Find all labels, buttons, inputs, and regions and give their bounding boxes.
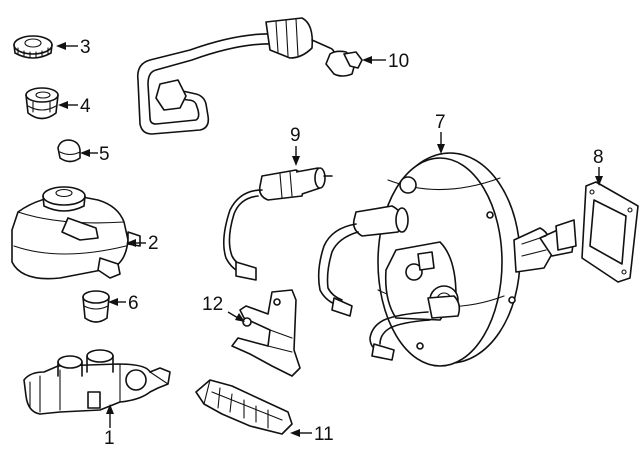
- part-8-gasket: [581, 181, 639, 283]
- part-4-strainer: [25, 87, 59, 120]
- part-6-grommet: [82, 290, 110, 323]
- callout-7: 7: [435, 112, 446, 154]
- callout-10: 10: [362, 51, 409, 72]
- part-1-master-cylinder: [23, 349, 171, 415]
- callout-number: 3: [80, 37, 91, 58]
- part-2-fluid-reservoir: [11, 186, 141, 280]
- part-3-reservoir-cap: [13, 35, 53, 59]
- callout-number: 8: [593, 147, 604, 168]
- callout-12: 12: [202, 294, 245, 322]
- callout-number: 5: [99, 144, 110, 165]
- callout-2: 2: [126, 233, 159, 254]
- callout-8: 8: [593, 147, 604, 186]
- callout-number: 2: [148, 233, 159, 254]
- part-5-cap: [57, 139, 81, 163]
- callout-number: 10: [388, 51, 409, 72]
- callout-number: 12: [202, 294, 223, 315]
- part-12-bracket: [231, 289, 301, 377]
- callout-number: 9: [290, 125, 301, 146]
- callout-9: 9: [290, 125, 301, 166]
- part-7-brake-booster: [317, 152, 577, 367]
- callout-6: 6: [108, 293, 139, 314]
- callout-1: 1: [104, 404, 115, 449]
- callout-number: 11: [314, 424, 334, 445]
- callout-number: 6: [128, 293, 139, 314]
- callout-5: 5: [80, 144, 110, 165]
- callout-number: 7: [435, 112, 446, 133]
- callout-3: 3: [56, 37, 91, 58]
- callout-4: 4: [58, 96, 91, 117]
- callout-number: 1: [104, 428, 115, 449]
- part-10-vacuum-hose: [136, 17, 363, 135]
- callout-number: 4: [80, 96, 91, 117]
- part-9-vacuum-sensor: [222, 167, 333, 281]
- callout-11: 11: [290, 424, 334, 445]
- part-11-connector: [195, 379, 293, 435]
